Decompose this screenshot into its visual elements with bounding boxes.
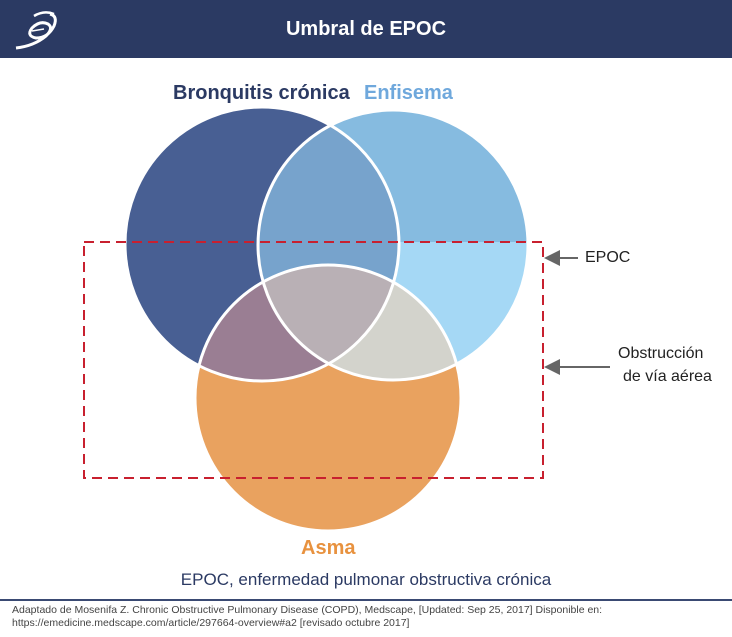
label-asma: Asma [301, 537, 356, 559]
intersection-all [258, 265, 399, 380]
epoc-boundary [83, 241, 544, 479]
header-bar [0, 0, 732, 58]
medical-logo-icon [15, 11, 57, 50]
obstruction-annotation-line1: Obstrucción [618, 345, 704, 362]
citation-line-2: https://emedicine.medscape.com/article/2… [12, 617, 410, 629]
divider [0, 599, 732, 601]
caption: EPOC, enfermedad pulmonar obstructiva cr… [180, 570, 552, 589]
footer-citation: Adaptado de Mosenifa Z. Chronic Obstruct… [12, 604, 602, 630]
obstruction-annotation-line2: de vía aérea [623, 368, 712, 385]
epoc-annotation: EPOC [585, 249, 631, 266]
label-bronquitis: Bronquitis crónica [173, 82, 350, 104]
citation-line-1: Adaptado de Mosenifa Z. Chronic Obstruct… [12, 604, 603, 616]
page-title: Umbral de EPOC [285, 18, 447, 40]
label-enfisema: Enfisema [364, 82, 453, 104]
